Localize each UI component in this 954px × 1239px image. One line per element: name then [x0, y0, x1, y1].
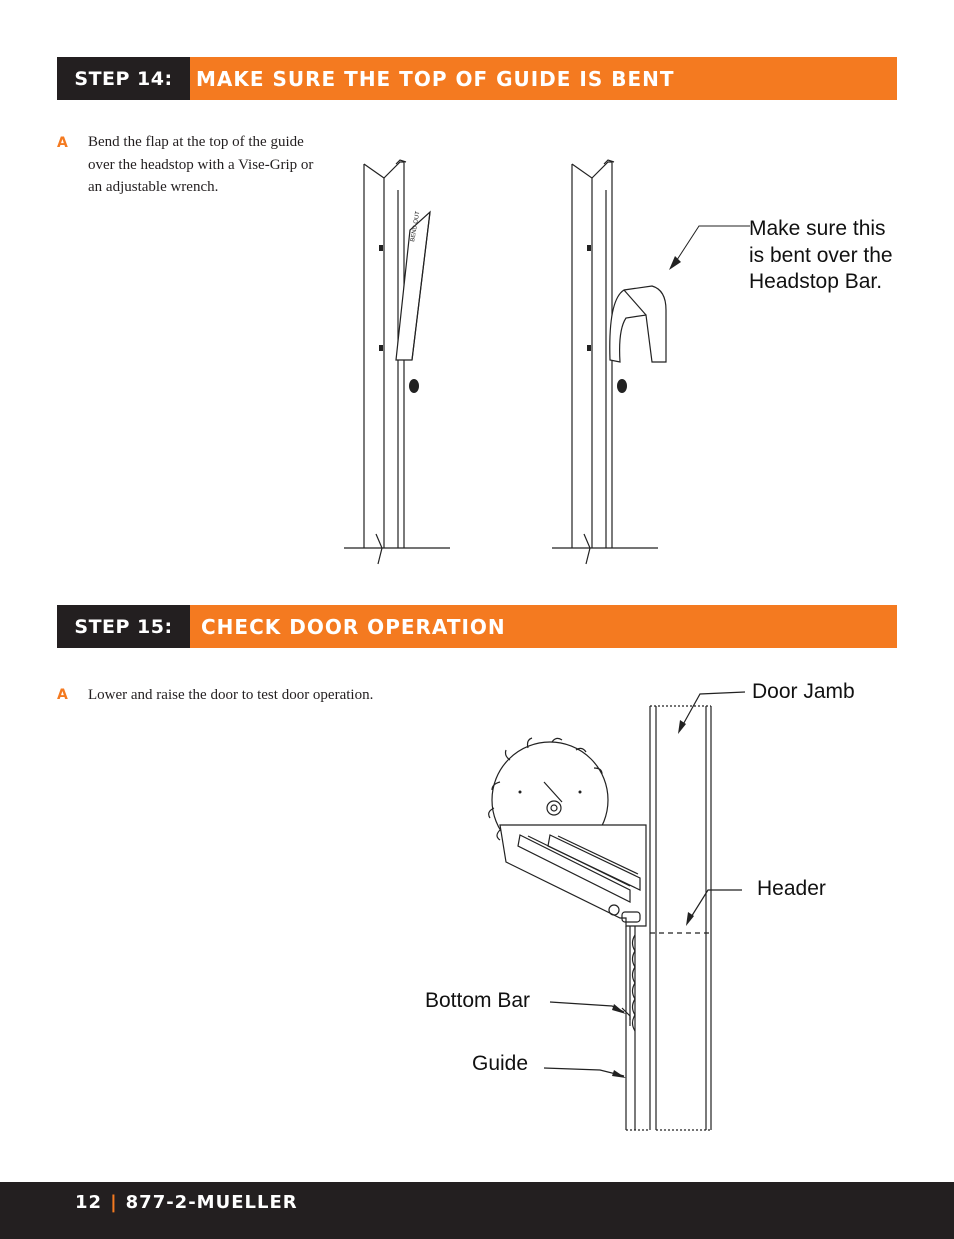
step-14-header: STEP 14: MAKE SURE THE TOP OF GUIDE IS B… — [57, 57, 897, 100]
door-jamb-label: Door Jamb — [752, 680, 855, 703]
page-footer — [0, 1182, 954, 1239]
headstop-callout: Make sure this is bent over the Headstop… — [749, 216, 893, 296]
instruction-line: over the headstop with a Vise-Grip or — [88, 156, 314, 173]
instruction-line: Bend the flap at the top of the guide — [88, 134, 304, 150]
instruction-line: an adjustable wrench. — [88, 179, 219, 195]
page-number: 12 — [75, 1192, 103, 1213]
step-15-title: CHECK DOOR OPERATION — [201, 614, 506, 639]
door-operation-figure — [488, 691, 746, 1131]
step-14-number: STEP 14: — [57, 57, 190, 100]
step-15-instruction: Lower and raise the door to test door op… — [88, 687, 374, 703]
step-15-header: STEP 15: CHECK DOOR OPERATION — [57, 605, 897, 648]
step-15-instruction-letter: A — [57, 687, 68, 703]
footer-phone: 877-2-MUELLER — [125, 1192, 298, 1213]
header-label: Header — [757, 877, 826, 900]
step-14-instruction-letter: A — [57, 135, 68, 151]
guide-after-bend-figure — [552, 159, 667, 565]
footer-separator: | — [110, 1192, 118, 1213]
step-14-instruction: Bend the flap at the top of the guide ov… — [88, 131, 348, 199]
callout-line: Headstop Bar. — [749, 270, 883, 293]
bend-out-label: BEND OUT — [410, 210, 421, 242]
footer-text: 12 | 877-2-MUELLER — [75, 1192, 298, 1213]
bottom-bar-label: Bottom Bar — [425, 989, 531, 1012]
guide-label: Guide — [472, 1052, 529, 1075]
step-14-title: MAKE SURE THE TOP OF GUIDE IS BENT — [196, 66, 675, 91]
callout-line: is bent over the — [749, 243, 893, 267]
guide-before-bend-figure: BEND OUT — [344, 159, 450, 565]
step-15-number: STEP 15: — [57, 605, 190, 648]
callout-line: Make sure this — [749, 217, 886, 240]
headstop-callout-arrow — [669, 225, 750, 270]
